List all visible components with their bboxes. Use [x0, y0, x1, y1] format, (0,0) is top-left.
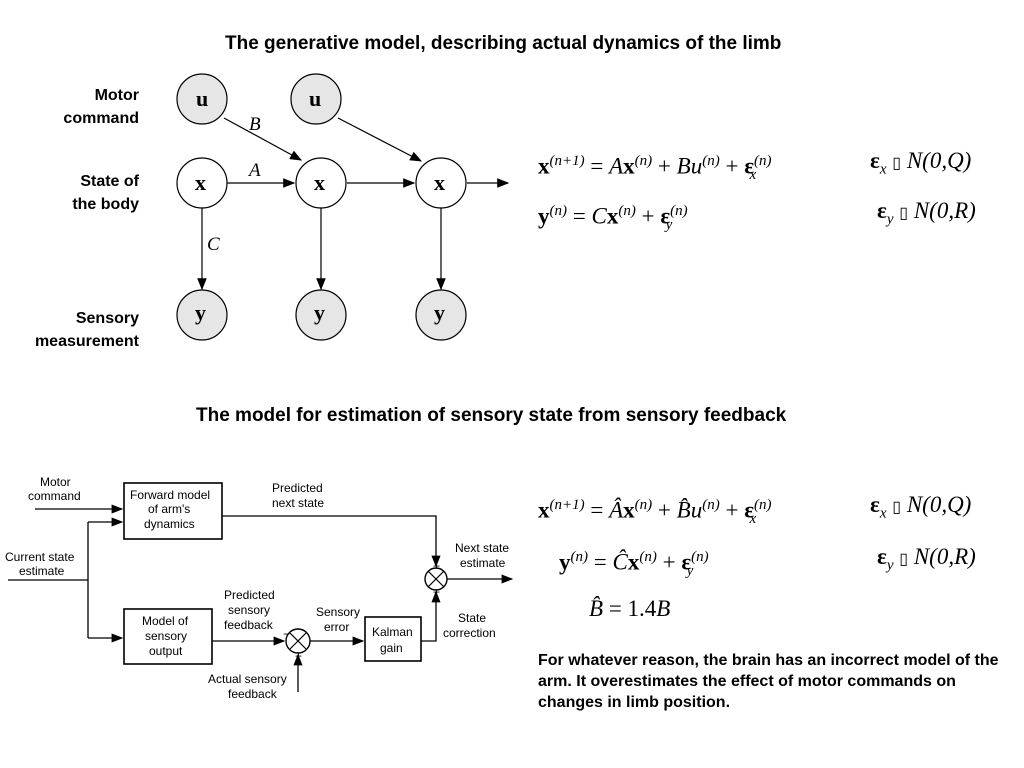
node-x3-label: x	[434, 170, 445, 195]
kalman-gain-box	[364, 616, 422, 662]
node-u1-label: u	[196, 86, 208, 111]
forward-model-box	[123, 482, 223, 540]
svg-text:sensory: sensory	[228, 603, 270, 617]
node-x3	[415, 157, 467, 209]
svg-text:output: output	[149, 644, 183, 658]
node-y2	[295, 289, 347, 341]
svg-text:Model of: Model of	[142, 614, 189, 628]
svg-text:estimate: estimate	[460, 556, 506, 570]
top-measurement-equation: y(n) = Cx(n) + ε(n)y	[538, 203, 688, 234]
edge-u2-x3	[337, 117, 423, 162]
block-diagram: + + − + Motor command Current state esti…	[5, 475, 514, 701]
node-u2	[290, 73, 342, 125]
node-u2-label: u	[309, 86, 321, 111]
node-y1	[176, 289, 228, 341]
edge-label-b: B	[249, 114, 261, 135]
svg-text:−: −	[283, 627, 290, 641]
svg-text:Predicted: Predicted	[272, 481, 323, 495]
svg-text:Forward model: Forward model	[130, 488, 210, 502]
bottom-measurement-noise: εy ▯ N(0,R)	[877, 544, 976, 574]
node-x1	[176, 157, 228, 209]
svg-text:sensory: sensory	[145, 629, 187, 643]
bottom-title: The model for estimation of sensory stat…	[196, 405, 787, 426]
node-x2-label: x	[314, 170, 325, 195]
node-y3-label: y	[434, 300, 445, 325]
b-hat-equation: B̂ = 1.4B	[589, 596, 671, 621]
top-state-noise: εx ▯ N(0,Q)	[870, 148, 972, 178]
predicted-next-text: Predicted next state	[272, 481, 324, 510]
svg-text:+: +	[433, 559, 440, 573]
edge-label-a: A	[247, 160, 261, 181]
svg-text:Actual sensory: Actual sensory	[208, 672, 287, 686]
bottom-measurement-equation: y(n) = Ĉx(n) + ε(n)y	[559, 549, 709, 580]
state-correction-text: State correction	[443, 611, 496, 640]
state-of-body-label: State of the body	[72, 173, 139, 213]
predicted-sensory-text: Predicted sensory feedback	[224, 588, 275, 632]
svg-text:State: State	[458, 611, 486, 625]
next-state-estimate-text: Next state estimate	[455, 541, 509, 570]
node-x2	[295, 157, 347, 209]
explanation-note: For whatever reason, the brain has an in…	[538, 652, 999, 711]
svg-text:Kalman: Kalman	[372, 625, 413, 639]
svg-text:Predicted: Predicted	[224, 588, 275, 602]
sensory-model-text: Model of sensory output	[142, 614, 189, 658]
sensory-error-text: Sensory error	[316, 605, 360, 634]
top-measurement-noise: εy ▯ N(0,R)	[877, 198, 976, 228]
current-state-text: Current state estimate	[5, 550, 75, 578]
node-y1-label: y	[195, 300, 206, 325]
node-x1-label: x	[195, 170, 206, 195]
svg-text:command: command	[28, 489, 81, 503]
svg-text:error: error	[324, 620, 349, 634]
bottom-state-noise: εx ▯ N(0,Q)	[870, 492, 972, 522]
svg-text:Current state: Current state	[5, 550, 75, 564]
motor-command-label: Motor command	[63, 87, 139, 127]
svg-text:Sensory: Sensory	[316, 605, 360, 619]
edge-label-c: C	[207, 234, 220, 255]
forward-model-text: Forward model of arm's dynamics	[130, 488, 210, 531]
node-y3	[415, 289, 467, 341]
svg-text:estimate: estimate	[19, 564, 65, 578]
sensory-model-box	[123, 608, 213, 665]
svg-text:feedback: feedback	[224, 618, 274, 632]
actual-sensory-text: Actual sensory feedback	[208, 672, 287, 701]
kalman-gain-text: Kalman gain	[372, 625, 413, 655]
graphical-model: B A C u u x x x y y y	[176, 73, 510, 341]
top-title: The generative model, describing actual …	[225, 33, 782, 54]
svg-text:feedback: feedback	[228, 687, 278, 701]
svg-text:+: +	[295, 649, 302, 663]
node-y2-label: y	[314, 300, 325, 325]
edge-u1-x2	[223, 117, 303, 161]
svg-text:of arm's: of arm's	[148, 502, 190, 516]
state-correction-wire	[421, 590, 441, 642]
bottom-state-equation: x(n+1) = Âx(n) + B̂u(n) + ε(n)x	[538, 497, 772, 528]
svg-text:gain: gain	[380, 641, 403, 655]
svg-text:Next state: Next state	[455, 541, 509, 555]
node-u1	[176, 73, 228, 125]
motor-command-text: Motor command	[28, 475, 81, 503]
svg-text:correction: correction	[443, 626, 496, 640]
top-state-equation: x(n+1) = Ax(n) + Bu(n) + ε(n)x	[538, 153, 772, 184]
svg-text:Motor: Motor	[40, 475, 71, 489]
svg-text:next state: next state	[272, 496, 324, 510]
sensory-measurement-label: Sensory measurement	[34, 310, 139, 350]
svg-text:+: +	[433, 585, 440, 599]
predicted-next-state-wire	[222, 515, 441, 568]
svg-text:dynamics: dynamics	[144, 517, 195, 531]
